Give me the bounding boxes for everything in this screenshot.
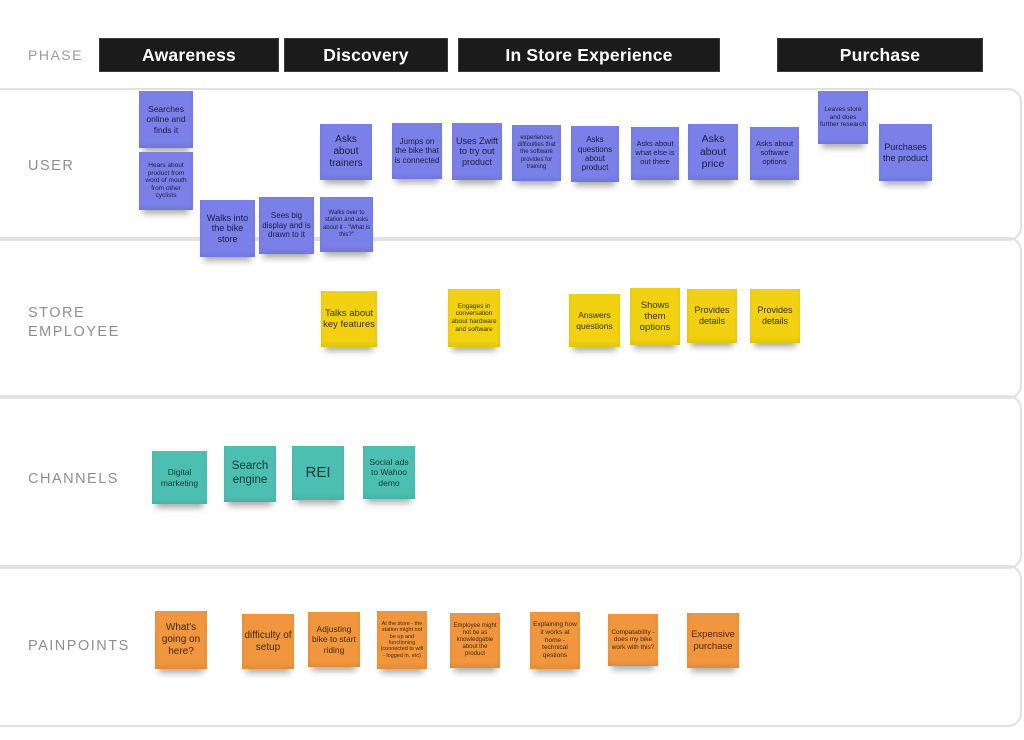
- sticky-note-user-7[interactable]: Jumps on the bike that is connected: [392, 123, 442, 179]
- row-label-channels: CHANNELS: [28, 471, 119, 487]
- row-label-painpoints: PAINPOINTS: [28, 638, 130, 654]
- sticky-note-user-4[interactable]: Sees big display and is drawn to it: [259, 197, 314, 254]
- phase-bar-purchase[interactable]: Purchase: [777, 38, 983, 72]
- sticky-note-user-10[interactable]: Asks questions about product: [571, 126, 619, 182]
- sticky-note-painpoints-1[interactable]: What's going on here?: [155, 611, 207, 669]
- sticky-note-channels-1[interactable]: Digital marketing: [152, 451, 207, 504]
- sticky-note-user-15[interactable]: Purchases the product: [879, 124, 932, 181]
- sticky-note-user-3[interactable]: Walks into the bike store: [200, 200, 255, 257]
- sticky-note-channels-2[interactable]: Search engine: [224, 446, 276, 502]
- sticky-note-store-employee-4[interactable]: Shows them options: [630, 288, 680, 345]
- sticky-note-store-employee-5[interactable]: Provides details: [687, 289, 737, 343]
- row-label-store-employee: STORE EMPLOYEE: [28, 305, 120, 340]
- sticky-note-painpoints-3[interactable]: Adjusting bike to start riding: [308, 612, 360, 667]
- sticky-note-store-employee-3[interactable]: Answers questions: [569, 294, 620, 347]
- sticky-note-store-employee-2[interactable]: Engages in conversation about hardware a…: [448, 289, 500, 347]
- sticky-note-channels-3[interactable]: REI: [292, 446, 344, 500]
- sticky-note-user-5[interactable]: Walks over to station and asks about it …: [320, 197, 373, 252]
- sticky-note-painpoints-7[interactable]: Compatability - does my bike work with t…: [608, 614, 658, 666]
- row-band-painpoints: [0, 565, 1022, 727]
- sticky-note-user-11[interactable]: Asks about what else is out there: [631, 127, 679, 180]
- sticky-note-painpoints-8[interactable]: Expensive purchase: [687, 613, 739, 668]
- sticky-note-painpoints-4[interactable]: At the store - the station might not be …: [377, 611, 427, 669]
- sticky-note-painpoints-5[interactable]: Employee might not be as knowledgable ab…: [450, 613, 500, 668]
- phase-bar-awareness[interactable]: Awareness: [99, 38, 279, 72]
- sticky-note-channels-4[interactable]: Social ads to Wahoo demo: [363, 446, 415, 499]
- sticky-note-user-12[interactable]: Asks about price: [688, 124, 738, 180]
- sticky-note-user-6[interactable]: Asks about trainers: [320, 124, 372, 180]
- sticky-note-store-employee-1[interactable]: Talks about key features: [321, 291, 377, 347]
- sticky-note-user-9[interactable]: experiences difficulties that the softwa…: [512, 125, 561, 181]
- row-label-user: USER: [28, 158, 75, 174]
- phase-bar-discovery[interactable]: Discovery: [284, 38, 448, 72]
- sticky-note-user-13[interactable]: Asks about software options: [750, 127, 799, 180]
- sticky-note-painpoints-2[interactable]: difficulty of setup: [242, 614, 294, 669]
- sticky-note-user-14[interactable]: Leaves store and does further research: [818, 91, 868, 144]
- row-band-channels: [0, 395, 1022, 569]
- sticky-note-user-1[interactable]: Searches online and finds it: [139, 91, 193, 148]
- phase-bar-in-store-experience[interactable]: In Store Experience: [458, 38, 720, 72]
- sticky-note-store-employee-6[interactable]: Provides details: [750, 289, 800, 343]
- row-band-store-employee: [0, 237, 1022, 399]
- phase-row-label: PHASE: [28, 47, 83, 63]
- sticky-note-painpoints-6[interactable]: Explaining how it works at home - techni…: [530, 612, 580, 669]
- row-band-user: [0, 88, 1022, 241]
- sticky-note-user-8[interactable]: Uses Zwift to try out product: [452, 123, 502, 180]
- sticky-note-user-2[interactable]: Hears about product from word of mouth f…: [139, 152, 193, 210]
